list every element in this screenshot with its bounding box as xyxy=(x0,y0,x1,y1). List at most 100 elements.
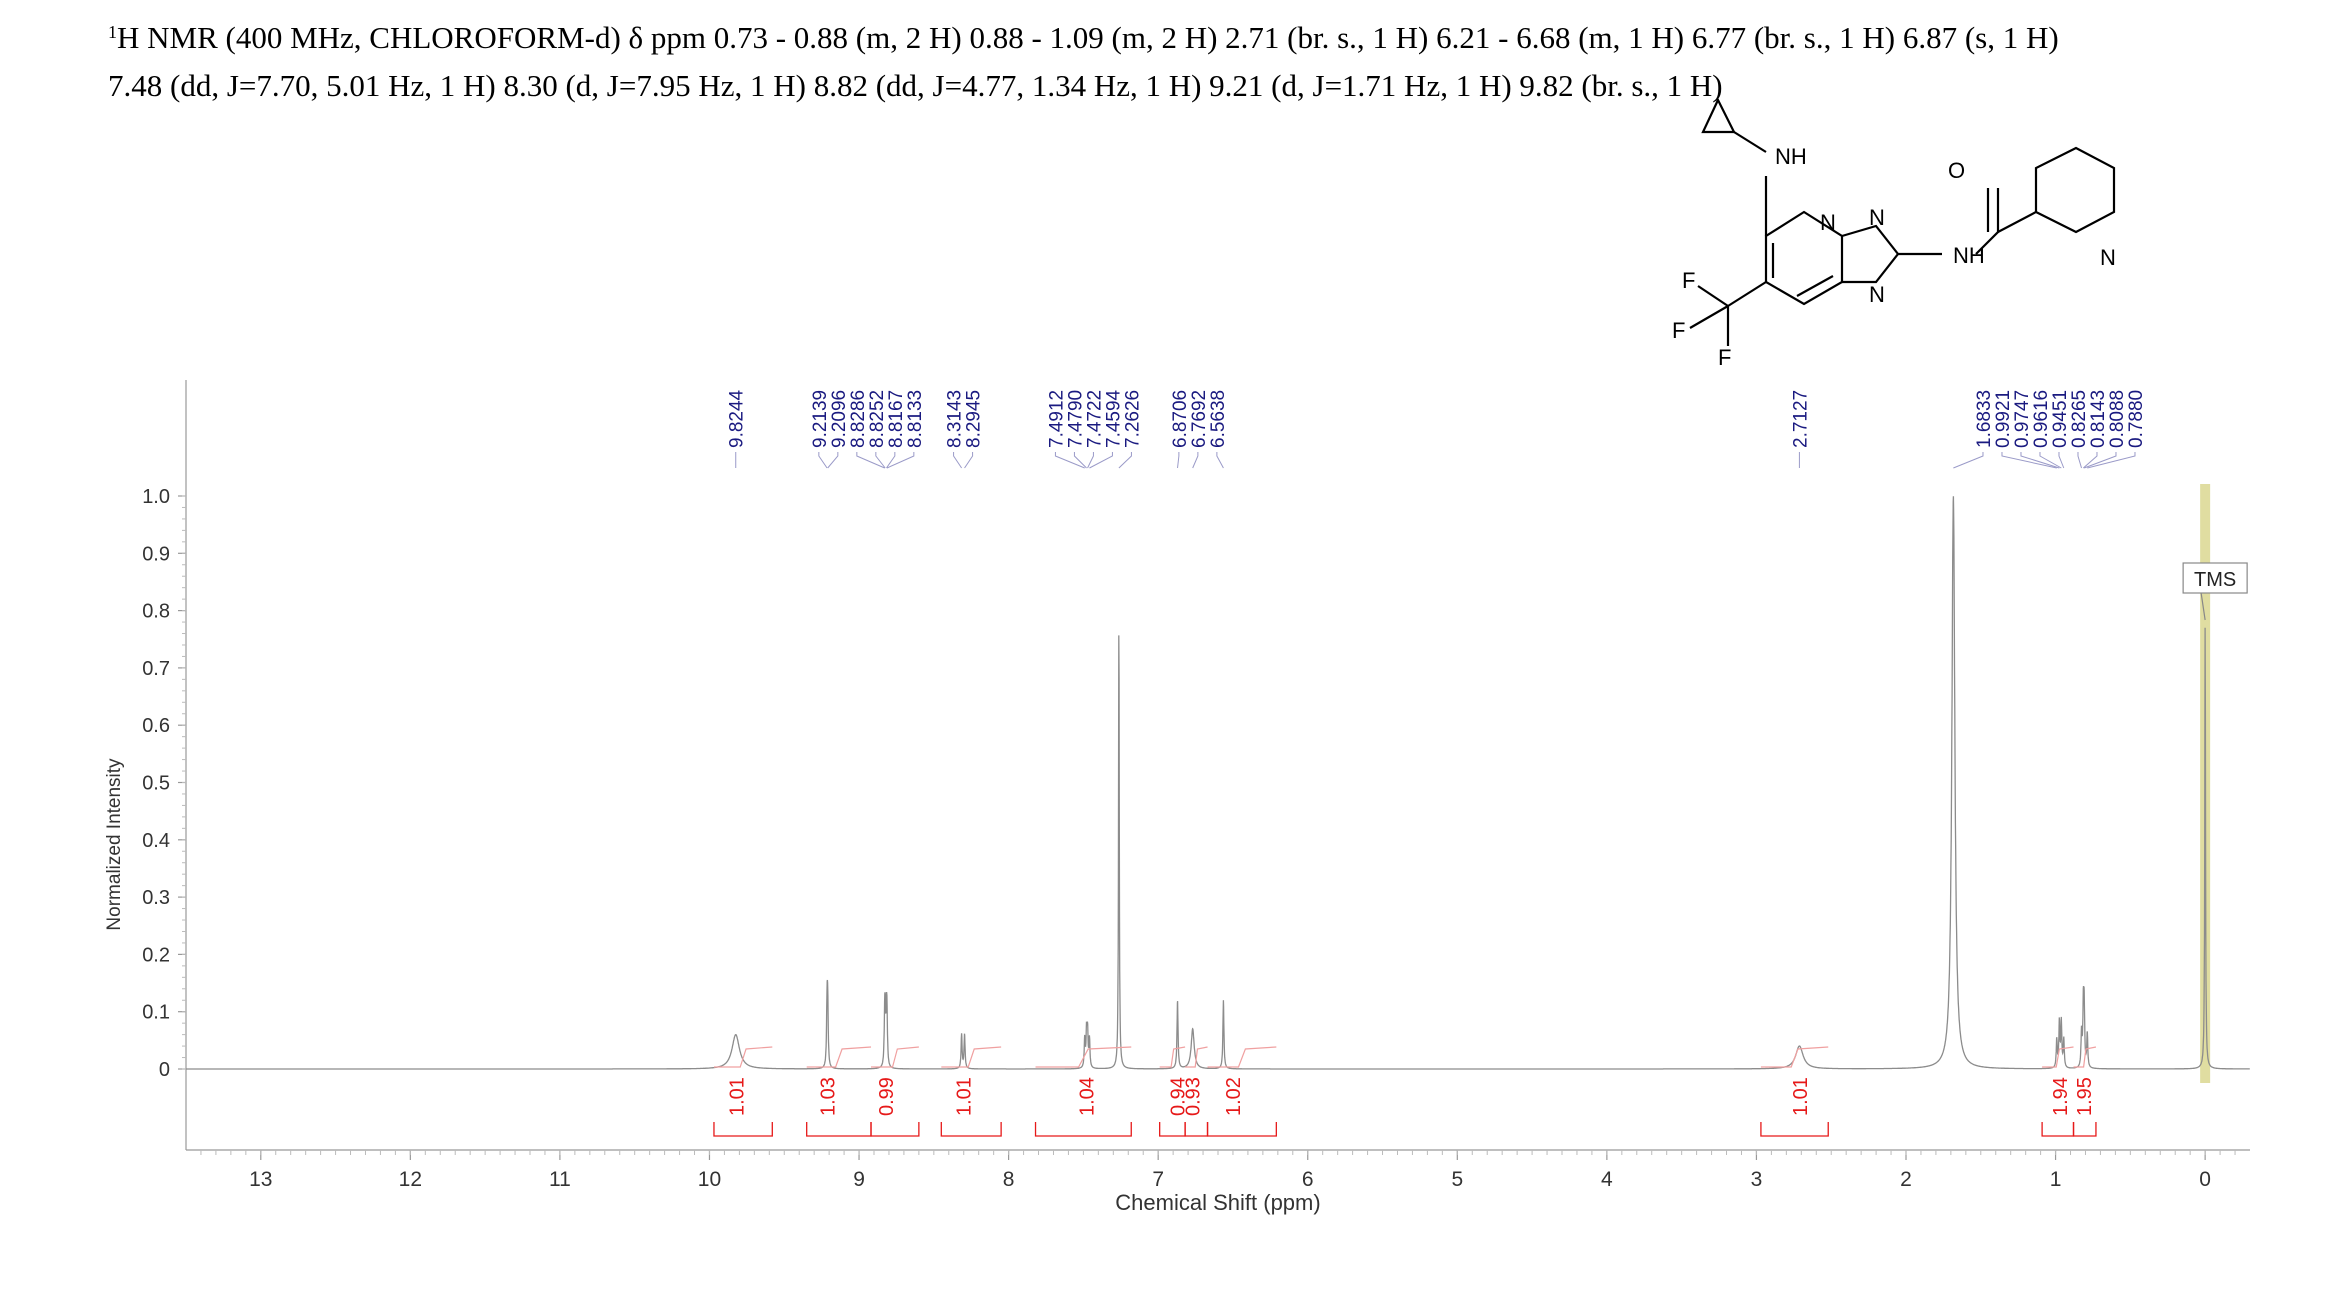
peak-label-leader xyxy=(856,452,885,469)
peak-label: 7.4912 xyxy=(1046,390,1067,448)
atom-label: N xyxy=(1869,282,1885,307)
y-tick-label: 0.2 xyxy=(142,944,170,966)
x-tick-label: 10 xyxy=(698,1168,721,1191)
peak-label: 0.9451 xyxy=(2050,390,2071,448)
x-tick-label: 8 xyxy=(1003,1168,1015,1191)
y-axis-label: Normalized Intensity xyxy=(104,758,125,931)
tms-label: TMS xyxy=(2194,569,2236,591)
peak-label: 0.9616 xyxy=(2031,390,2052,448)
peak-label: 0.8088 xyxy=(2107,390,2128,448)
atom-label: N xyxy=(2100,245,2116,270)
y-tick-label: 0.1 xyxy=(142,1002,170,1024)
x-tick-label: 9 xyxy=(853,1168,865,1191)
x-tick-label: 2 xyxy=(1900,1168,1912,1191)
integral-value: 0.99 xyxy=(876,1077,898,1116)
spectrum-trace xyxy=(186,496,2250,1070)
peak-label: 8.8133 xyxy=(905,390,926,448)
peak-label-leader xyxy=(1216,452,1224,469)
peak-label: 1.6833 xyxy=(1974,390,1995,448)
peak-label: 0.8265 xyxy=(2069,390,2090,448)
peak-label-leader xyxy=(1087,452,1094,469)
x-tick-label: 12 xyxy=(399,1168,422,1191)
y-tick-label: 0.9 xyxy=(142,543,170,565)
peak-label-leader xyxy=(1192,452,1199,469)
atom-label: O xyxy=(1948,158,1965,183)
integral-curve xyxy=(1207,1046,1277,1068)
y-tick-label: 0.8 xyxy=(142,601,170,623)
integral-curve xyxy=(2073,1046,2097,1068)
nmr-description-text-1: H NMR (400 MHz, CHLOROFORM-d) δ ppm 0.73… xyxy=(117,20,2059,55)
x-tick-label: 11 xyxy=(549,1168,571,1191)
peak-label-leader xyxy=(2077,452,2082,469)
peak-label-leader xyxy=(886,452,896,469)
peak-label: 0.7880 xyxy=(2126,390,2147,448)
peak-label-leader xyxy=(886,452,915,469)
integral-bracket xyxy=(1184,1122,1209,1137)
peak-label-leader xyxy=(1073,452,1087,469)
peak-label: 8.3143 xyxy=(945,390,966,448)
peak-label: 8.8252 xyxy=(867,390,888,448)
peak-label: 0.9747 xyxy=(2012,390,2033,448)
integral-bracket xyxy=(713,1122,773,1137)
peak-label-leader xyxy=(827,452,839,469)
x-tick-label: 6 xyxy=(1302,1168,1314,1191)
integral-value: 1.01 xyxy=(954,1077,976,1116)
peak-label-leader xyxy=(818,452,828,469)
y-axis-ticks: 1.00.90.80.70.60.50.40.30.20.10 xyxy=(142,486,186,1081)
pyridine-ring xyxy=(1997,146,2116,234)
peak-label: 7.2626 xyxy=(1122,390,1143,448)
peak-label: 7.4722 xyxy=(1084,390,1105,448)
atom-label: N xyxy=(1869,205,1885,230)
atom-label: NH xyxy=(1953,243,1985,268)
integral-value: 1.95 xyxy=(2074,1077,2096,1116)
nmr-description-line-1: 1H NMR (400 MHz, CHLOROFORM-d) δ ppm 0.7… xyxy=(108,8,2308,62)
integral-bracket xyxy=(940,1122,1002,1137)
integral-bracket xyxy=(806,1122,872,1137)
peak-label-leader xyxy=(1953,452,1984,469)
peak-label: 8.8286 xyxy=(848,390,869,448)
peak-label-leader xyxy=(2087,452,2136,469)
peak-label-leader xyxy=(2039,452,2062,469)
peak-label-leader xyxy=(2020,452,2060,469)
integral-value: 0.93 xyxy=(1183,1077,1205,1116)
integral-curve xyxy=(1760,1046,1829,1068)
y-tick-label: 1.0 xyxy=(142,486,170,508)
peak-label: 7.4594 xyxy=(1103,389,1124,448)
cyclopropyl-ring xyxy=(1701,97,1736,134)
atom-label: F xyxy=(1718,345,1731,370)
aromatic-double-bonds xyxy=(1771,243,1834,297)
peak-label: 2.7127 xyxy=(1790,390,1811,448)
atom-label: F xyxy=(1672,318,1685,343)
cf3-bonds xyxy=(1689,281,1767,346)
y-tick-label: 0 xyxy=(159,1059,170,1081)
peak-label: 9.2139 xyxy=(810,390,831,448)
peak-label-leader xyxy=(953,452,963,469)
peak-label: 0.9921 xyxy=(1993,390,2014,448)
x-tick-label: 4 xyxy=(1601,1168,1613,1191)
peak-label-leader xyxy=(1089,452,1113,469)
integral-bracket xyxy=(1760,1122,1829,1137)
x-tick-label: 3 xyxy=(1751,1168,1763,1191)
integral-bracket xyxy=(870,1122,920,1137)
peak-label-leader xyxy=(1054,452,1085,469)
y-tick-label: 0.6 xyxy=(142,715,170,737)
atom-label: NH xyxy=(1775,144,1807,169)
x-tick-label: 0 xyxy=(2199,1168,2211,1191)
nmr-description: 1H NMR (400 MHz, CHLOROFORM-d) δ ppm 0.7… xyxy=(108,8,2308,110)
peak-label: 9.2096 xyxy=(829,390,850,448)
integral-bracket xyxy=(1206,1122,1277,1137)
integral-bracket xyxy=(1159,1122,1186,1137)
x-tick-label: 7 xyxy=(1152,1168,1164,1191)
integral-value: 1.01 xyxy=(1790,1077,1812,1116)
atom-label: F xyxy=(1682,268,1695,293)
x-tick-label: 1 xyxy=(2050,1168,2062,1191)
peak-label: 8.8167 xyxy=(886,390,907,448)
tms-label-pointer xyxy=(2200,592,2206,621)
x-axis-label: Chemical Shift (ppm) xyxy=(1115,1190,1320,1215)
nucleus-prefix: 1 xyxy=(108,22,117,42)
peak-label-leader xyxy=(2083,452,2098,469)
peak-label-leader xyxy=(2058,452,2065,469)
integral-value: 1.04 xyxy=(1076,1077,1098,1116)
